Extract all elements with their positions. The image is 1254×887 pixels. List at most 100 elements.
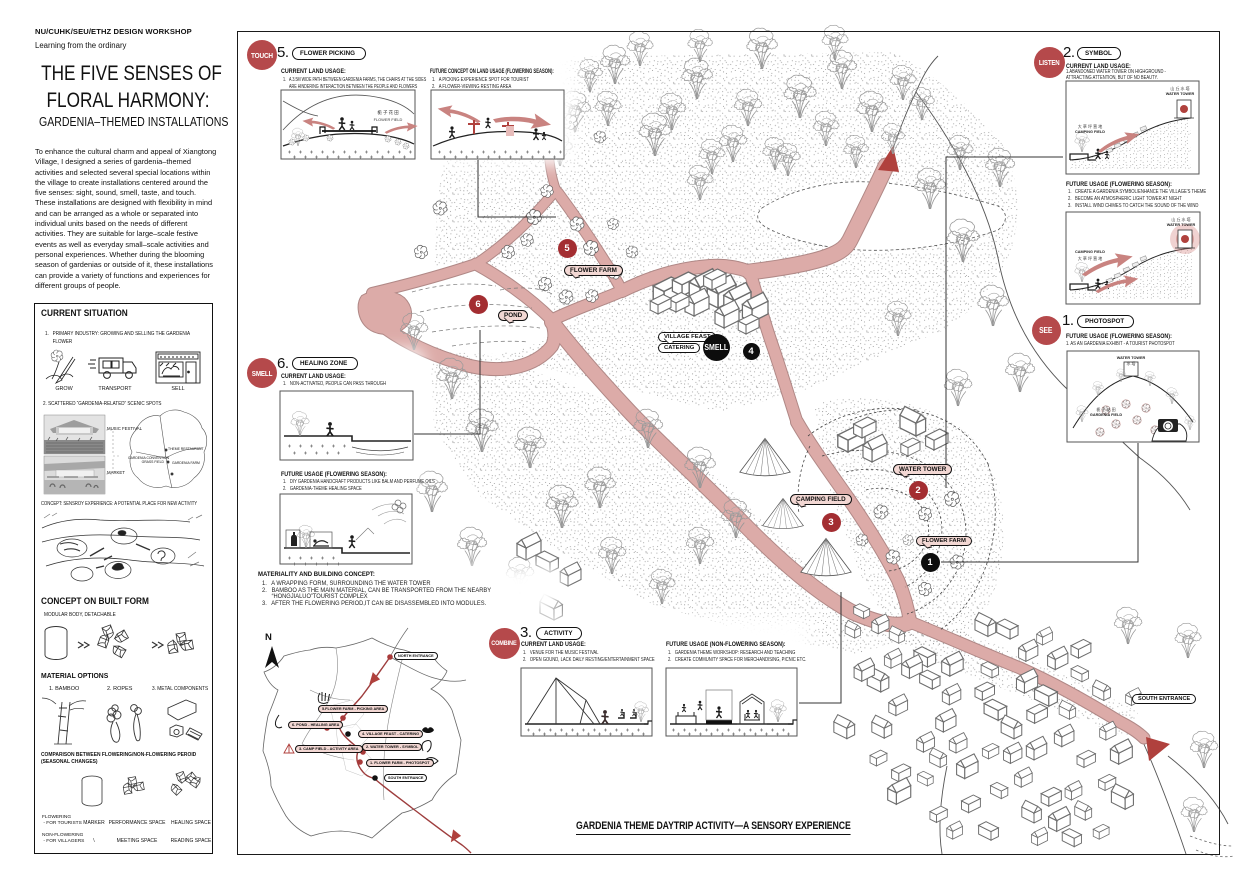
touch-number: 5. <box>277 44 289 61</box>
shop-icon <box>155 351 201 384</box>
row1-label: FLOWERING - FOR TOURISTS <box>42 815 82 827</box>
market-label: MARKET <box>107 470 125 475</box>
smell-current-items: 1. NON-ACTIVATED, PEOPLE CAN PASS THROUG… <box>283 381 386 387</box>
listen-sense-badge: LISTEN <box>1033 46 1065 78</box>
bamboo-icon <box>41 697 87 745</box>
dashed-boundaries <box>1189 835 1235 858</box>
theme-restaurant-label: THEME RESTAURANT <box>168 447 204 451</box>
row2-cell-1: \ <box>93 838 95 844</box>
see-field-label: GARDENIA FIELD <box>1089 413 1123 417</box>
water-tower-pill: WATER TOWER <box>893 464 953 475</box>
title-line-2: FLORAL HARMONY: <box>46 89 210 112</box>
see-field-cjk: 栀 子 花 田 <box>1096 407 1116 412</box>
smell-materiality-heading: MATERIALITY AND BUILDING CONCEPT: <box>258 571 375 578</box>
touch-panel1-cjk: 栀 子 花 田 <box>377 110 399 115</box>
see-tag-label: PHOTOSPOT <box>1085 318 1125 325</box>
see-sense-label: SEE <box>1039 325 1053 335</box>
touch-sense-badge: TOUCH <box>247 40 277 70</box>
combine-future-items: 1. GARDENIA THEME WORKSHOP: RESEARCH AND… <box>668 650 807 664</box>
combine-sense-badge: COMBINE <box>488 627 520 659</box>
marker-1: 1 <box>920 552 940 572</box>
minimap-item-4: 4. VILLAGE FEAST - CATERING <box>358 730 424 738</box>
minimap-item-3: 3. CAMP FIELD - ACTIVITY AREA <box>295 745 363 753</box>
smell-tag-label: HEALING ZONE <box>300 360 348 367</box>
combine-tag-label: ACTIVITY <box>544 630 573 637</box>
row1-cell-2: PERFORMANCE SPACE <box>108 820 166 826</box>
listen-sense-label: LISTEN <box>1038 57 1060 67</box>
touch-tag-label: FLOWER PICKING <box>300 50 355 57</box>
touch-future-heading: FUTURE CONCEPT ON LAND USAGE (FLOWERING … <box>430 68 554 75</box>
smell-future-heading: FUTURE USAGE (FLOWERING SEASON): <box>281 471 387 478</box>
material-3: 3. METAL COMPONENTS <box>152 686 209 692</box>
row2-cell-2: MEETING SPACE <box>116 838 158 844</box>
photo-music-festival <box>43 414 106 455</box>
marker-5-label: 5 <box>564 242 570 254</box>
workshop-title: NU/CUHK/SEU/ETHZ DESIGN WORKSHOP <box>35 27 192 36</box>
roads <box>357 137 1170 761</box>
combine-number: 3. <box>520 624 532 641</box>
see-number: 1. <box>1062 312 1074 329</box>
map-bottom-title-text: GARDENIA THEME DAYTRIP ACTIVITY—A SENSOR… <box>576 820 851 835</box>
comparison-heading: COMPARISON BETWEEN FLOWERING/NON-FLOWERI… <box>41 752 197 766</box>
listen-p1-tower-label: WATER TOWER <box>1165 92 1195 96</box>
pond-dashes <box>411 283 553 347</box>
sidebar-item-1: 1. PRIMARY INDUSTRY: GROWING AND SELLING… <box>45 331 191 345</box>
gardenia-farm-label: GARDENIA FARM <box>172 461 200 465</box>
marker-2-label: 2 <box>915 484 921 496</box>
touch-current-items: 1. A 3.5M WIDE PATH BETWEEN GARDENIA FAR… <box>283 77 427 90</box>
marker-6-label: 6 <box>475 298 481 310</box>
pond-pill: POND <box>498 310 529 321</box>
minimap-south-entrance: SOUTH ENTRANCE <box>384 774 428 782</box>
ropes-icon <box>106 704 142 743</box>
workshop-subtitle: Learning from the ordinary <box>35 41 127 50</box>
combine-current-items: 1. VENUE FOR THE MUSIC FESTIVAL 2. OPEN … <box>523 650 655 664</box>
see-sense-badge: SEE <box>1031 315 1061 345</box>
touch-future-items: 1. A PICKING EXPERIENCE SPOT FOR TOURIST… <box>432 77 529 90</box>
truck-icon <box>88 357 137 379</box>
material-1: 1. BAMBOO <box>49 686 80 692</box>
south-entrance-pill: SOUTH ENTRANCE <box>1132 694 1197 704</box>
smell-future-items: 1. DIY GARDENIA HANDCRAFT PRODUCTS LIKE … <box>283 479 435 492</box>
listen-p1-field-cjk: 大 草 坪 营 地 <box>1077 124 1103 129</box>
see-future-items: 1. AS AN GARDENIA EXHIBIT - A TOURIST PH… <box>1066 341 1175 347</box>
grow-label: GROW <box>55 386 73 392</box>
see-future-heading: FUTURE USAGE (FLOWERING SEASON): <box>1066 333 1172 340</box>
leader-lines <box>414 156 1139 704</box>
combine-future-heading: FUTURE USAGE (NON-FLOWERING SEASON): <box>666 641 786 648</box>
catering-pill: CATERING <box>658 343 701 353</box>
photo-connectors <box>106 429 120 475</box>
listen-p2-tower-cjk: 山 丘 水 塔 <box>1171 217 1191 222</box>
smell-sense-label: SMELL <box>251 368 273 378</box>
marker-6: 6 <box>468 294 488 314</box>
minimap-item-6: 6. POND - HEALING AREA <box>288 721 344 729</box>
smell-map-badge: SMELL <box>702 333 730 361</box>
row1-cell-3: HEALING SPACE <box>171 820 211 826</box>
marker-4-label: 4 <box>748 345 754 357</box>
listen-future-heading: FUTURE USAGE (FLOWERING SEASON): <box>1066 181 1172 188</box>
marker-2: 2 <box>908 480 928 500</box>
built-form-heading: CONCEPT ON BUILT FORM <box>41 596 149 606</box>
smell-sense-badge: SMELL <box>247 358 277 388</box>
minimap-item-1: 1. FLOWER FARM - PHOTOSPOT <box>366 759 434 767</box>
music-festival-label: MUSIC FESTIVAL <box>107 426 143 431</box>
marker-1-label: 1 <box>927 556 933 568</box>
grow-icon <box>45 349 76 385</box>
minimap-item-5: 5.FLOWER FARM - PICKING AREA <box>318 705 389 713</box>
marker-4: 4 <box>742 342 760 360</box>
minimap-north-entrance: NORTH ENTRANCE <box>394 652 438 660</box>
sell-label: SELL <box>171 386 185 392</box>
title-line-1: THE FIVE SENSES OF <box>41 62 222 85</box>
combine-current-heading: CURRENT LAND USAGE: <box>521 641 586 648</box>
grassfield-label: GARDENIA CONVENTION GRASS FIELD <box>128 456 170 464</box>
material-heading: MATERIAL OPTIONS <box>41 671 109 680</box>
concept-line: CONCEPT: SENSROY EXPERIENCE: A POTENTIAL… <box>41 501 198 507</box>
page-title: THE FIVE SENSES OF FLORAL HARMONY: GARDENI… <box>22 60 234 130</box>
marker-3-label: 3 <box>828 516 834 528</box>
minimap-item-2: 2. WATER TOWER - SYMBOL <box>362 743 423 751</box>
listen-p1-field-label: CAMPING FIELD <box>1075 130 1105 134</box>
minimap-art <box>262 627 472 854</box>
listen-current-items: 1.ABANDONED WATER TOWER ON HIGHGROUND - … <box>1066 69 1166 81</box>
title-line-3: GARDENIA–THEMED INSTALLATIONS <box>38 115 229 129</box>
touch-panel1-caption: FLOWER FIELD <box>373 117 403 122</box>
